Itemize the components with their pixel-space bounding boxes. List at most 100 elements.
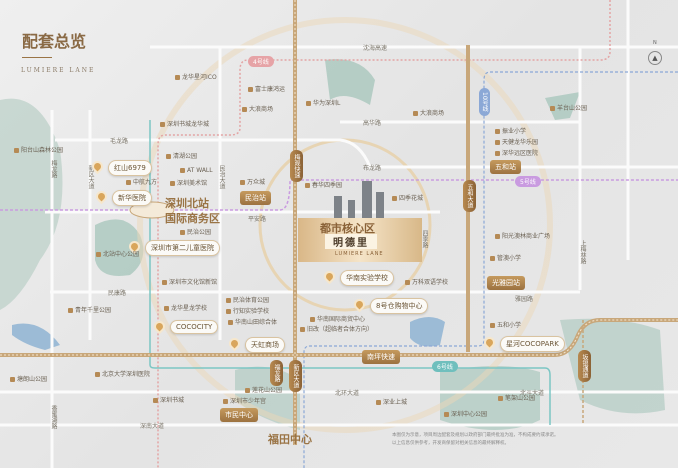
poi-name: 深圳中心公园 — [451, 411, 488, 418]
poi-name: 青年千里公园 — [75, 307, 112, 314]
poi-label: 五和小学 — [490, 323, 521, 329]
poi-bubble[interactable]: 华南实验学校 — [340, 270, 394, 286]
disclaimer-2: 以上信息仅供参考，开发商保留对相关信息的最终解释权。 — [392, 441, 509, 446]
district-label: 国际商务区 — [165, 212, 220, 225]
poi-icon — [68, 308, 73, 313]
road-label: 北环大道 — [335, 390, 360, 397]
poi-label: 北站中心公园 — [96, 252, 139, 258]
road-label: 新区大道 — [87, 165, 94, 189]
poi-label: 深圳美术馆 — [170, 181, 207, 187]
poi-label: 华为深圳L — [306, 101, 340, 107]
poi-label: AT WALL — [180, 168, 213, 174]
poi-icon — [226, 309, 231, 314]
poi-name: 民治公园 — [187, 229, 212, 236]
poi-name: 深业上城 — [383, 399, 408, 406]
poi-name: 行知实验学校 — [233, 308, 270, 315]
poi-label: 大浪商场 — [413, 111, 444, 117]
expressway-tag: 五和大道 — [463, 180, 476, 212]
poi-name: 深华远区医院 — [502, 150, 539, 157]
poi-icon — [228, 320, 233, 325]
poi-label: 羊台山公园 — [550, 106, 587, 112]
road-label: 高华路 — [363, 120, 382, 127]
metro-line-tag: 10号线 — [479, 88, 490, 116]
road-label: 上梅林路 — [579, 240, 586, 264]
poi-label: 笔架山公园 — [498, 396, 535, 402]
poi-label: 龙华星河ICO — [175, 75, 217, 81]
poi-name: 春华四季园 — [312, 182, 343, 189]
poi-name: 万科双语学校 — [412, 279, 449, 286]
poi-name: 阳台山森林公园 — [21, 147, 64, 154]
poi-label: 大浪商场 — [242, 107, 273, 113]
poi-icon — [376, 400, 381, 405]
poi-label: 莲花山公园 — [245, 388, 282, 394]
project-name-en: LUMIERE LANE — [335, 251, 384, 257]
road-label: 布龙路 — [363, 165, 382, 172]
poi-icon — [10, 377, 15, 382]
metro-station-tag[interactable]: 光雅园站 — [487, 276, 525, 290]
metro-line-tag: 4号线 — [248, 56, 274, 67]
poi-label: 塘朗山公园 — [10, 377, 47, 383]
metro-line-tag: 5号线 — [515, 176, 541, 187]
poi-label: 华南国际商贸中心 — [310, 317, 365, 323]
map-title: 配套总览 — [22, 32, 87, 51]
poi-bubble[interactable]: 新华医院 — [112, 190, 152, 206]
poi-bubble[interactable]: 天虹商场 — [245, 337, 285, 353]
project-name: 明德里 — [325, 234, 377, 249]
metro-station-tag[interactable]: 五和站 — [490, 160, 521, 174]
road-label: 民康路 — [108, 290, 127, 297]
poi-icon — [245, 388, 250, 393]
poi-bubble[interactable]: 深圳市第二儿童医院 — [145, 240, 220, 256]
poi-label: 深业上城 — [376, 400, 407, 406]
poi-label: 万科双语学校 — [405, 280, 448, 286]
poi-name: AT WALL — [187, 167, 213, 174]
poi-icon — [226, 298, 231, 303]
road-label: 毛龙路 — [110, 138, 129, 145]
metro-station-tag[interactable]: 民治站 — [240, 191, 271, 205]
poi-label: 深华远区医院 — [495, 151, 538, 157]
poi-label: 天健龙华乐园 — [495, 140, 538, 146]
poi-label: 深圳市少年宫 — [223, 399, 266, 405]
poi-icon — [300, 327, 305, 332]
poi-name: 莲花山公园 — [252, 387, 283, 394]
poi-name: 富士康鸿运 — [255, 86, 286, 93]
poi-icon — [490, 256, 495, 261]
poi-label: 四季花城 — [392, 196, 423, 202]
poi-icon — [240, 180, 245, 185]
poi-label: 阳台山森林公园 — [14, 148, 63, 154]
poi-name: 阳光澳林商业广场 — [502, 233, 551, 240]
expressway-tag: 福龙路 — [270, 360, 283, 386]
poi-name: 华南山田综合体 — [235, 319, 278, 326]
poi-label: 旧改（超临者合体方向） — [300, 327, 373, 333]
poi-label: 振业小学 — [495, 129, 526, 135]
poi-label: 万众城 — [240, 180, 265, 186]
poi-name: 北站中心公园 — [103, 251, 140, 258]
poi-icon — [495, 140, 500, 145]
poi-bubble[interactable]: 8号仓购物中心 — [370, 298, 429, 314]
poi-icon — [306, 101, 311, 106]
project-district: 都市核心区 — [320, 222, 375, 235]
poi-name: 塘朗山公园 — [17, 376, 48, 383]
poi-name: 大浪商场 — [249, 106, 274, 113]
poi-bubble[interactable]: 红山6979 — [108, 160, 152, 176]
poi-bubble[interactable]: COCOCITY — [170, 320, 219, 334]
poi-icon — [164, 306, 169, 311]
poi-icon — [14, 148, 19, 153]
poi-bubble[interactable]: 星河COCOPARK — [500, 336, 565, 352]
poi-icon — [248, 87, 253, 92]
poi-name: 羊台山公园 — [557, 105, 588, 112]
poi-name: 振业小学 — [502, 128, 527, 135]
compass-label: N — [653, 40, 657, 46]
expressway-tag: 梅观快速 — [290, 150, 303, 182]
district-label: 深圳北站 — [165, 197, 209, 210]
compass-icon: ▲ — [648, 51, 662, 65]
metro-station-tag[interactable]: 市民中心 — [220, 408, 258, 422]
poi-name: 清湖公园 — [173, 153, 198, 160]
road-label: 民治大道 — [218, 165, 225, 189]
poi-label: 深圳市文化馆新馆 — [162, 280, 217, 286]
road-label: 平安路 — [248, 216, 267, 223]
title-divider — [22, 57, 52, 58]
poi-label: 行知实验学校 — [226, 309, 269, 315]
road-label: 北斗大道 — [520, 390, 545, 397]
metro-line-tag: 6号线 — [432, 361, 458, 372]
